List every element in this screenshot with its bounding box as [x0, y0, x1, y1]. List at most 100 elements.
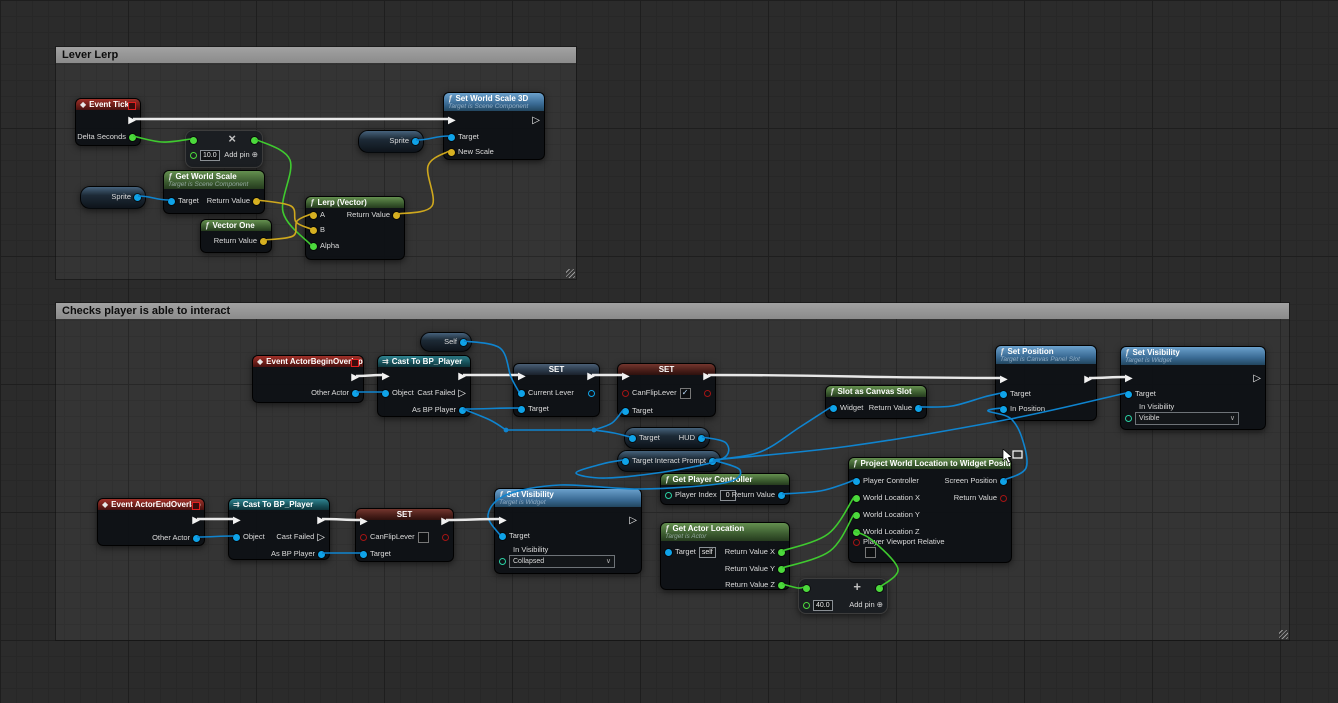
set-can-flip-lever-true-pin-1-out[interactable] — [704, 389, 711, 397]
set-visibility-collapsed-pin-0-out[interactable]: ▷ — [629, 514, 637, 526]
set-can-flip-lever-false-pin-0-out[interactable]: ▶ — [441, 515, 449, 527]
get-actor-location-pin-2-out[interactable] — [778, 581, 785, 589]
project-world-location-to-widget-position-pin-0-in[interactable] — [853, 477, 860, 485]
set-can-flip-lever-false-widget-1[interactable] — [417, 531, 429, 543]
multiply-node-widget-1[interactable]: 10.0 — [200, 149, 220, 161]
self-getter[interactable]: Self — [420, 332, 472, 352]
sprite-getter-1-pin-0-out[interactable] — [134, 193, 141, 201]
project-world-location-to-widget-position-pin-4-in[interactable] — [853, 538, 860, 546]
set-visibility-visible-widget-3[interactable]: Visible∨ — [1135, 411, 1239, 425]
set-visibility-visible-pin-3-in[interactable] — [1125, 414, 1132, 422]
cast-to-bp-player-1-pin-1-out[interactable]: ▷ — [458, 387, 466, 399]
event-tick-pin-1-out[interactable] — [129, 133, 136, 141]
cast-to-bp-player-2-pin-1-in[interactable] — [233, 533, 240, 541]
vector-one-pin-0-out[interactable] — [260, 237, 267, 245]
set-world-scale-3d-pin-1-in[interactable] — [448, 133, 455, 141]
lerp-vector-pin-0-out[interactable] — [393, 211, 400, 219]
set-current-lever-pin-0-in[interactable]: ▶ — [518, 370, 526, 382]
sprite-getter-1[interactable]: Sprite — [80, 186, 146, 209]
add-node-pin-1-in[interactable] — [803, 601, 810, 609]
set-current-lever-pin-1-in[interactable] — [518, 389, 525, 397]
delegate-pin-icon[interactable] — [351, 359, 359, 367]
delegate-pin-icon[interactable] — [192, 502, 200, 510]
set-can-flip-lever-true-pin-0-out[interactable]: ▶ — [703, 370, 711, 382]
get-actor-location-pin-1-out[interactable] — [778, 565, 785, 573]
set-can-flip-lever-false-pin-1-in[interactable] — [360, 533, 367, 541]
set-visibility-visible-pin-1-in[interactable] — [1125, 390, 1132, 398]
event-actor-end-overlap[interactable]: ◆Event ActorEndOverlap▶Other Actor — [97, 498, 205, 546]
set-can-flip-lever-true-pin-0-in[interactable]: ▶ — [622, 370, 630, 382]
multiply-node-pin-0-out[interactable] — [251, 136, 258, 144]
hud-getter-pin-0-in[interactable] — [629, 434, 636, 442]
add-node-widget-1[interactable]: 40.0 — [813, 599, 833, 611]
set-current-lever-pin-0-out[interactable]: ▶ — [587, 370, 595, 382]
lerp-vector-pin-2-in[interactable] — [310, 242, 317, 250]
event-actor-end-overlap-pin-1-out[interactable] — [193, 534, 200, 542]
event-actor-begin-overlap-pin-1-out[interactable] — [352, 389, 359, 397]
lerp-vector-pin-1-in[interactable] — [310, 226, 317, 234]
set-position-pin-2-in[interactable] — [1000, 405, 1007, 413]
sprite-getter-2-pin-0-out[interactable] — [412, 137, 419, 145]
delegate-pin-icon[interactable] — [128, 102, 136, 110]
comment-lever-lerp-title[interactable]: Lever Lerp — [56, 47, 576, 63]
multiply-node-pin-1-in[interactable] — [190, 151, 197, 159]
get-world-scale-pin-0-in[interactable] — [168, 197, 175, 205]
set-visibility-collapsed-pin-0-in[interactable]: ▶ — [499, 514, 507, 526]
comment-interact-title[interactable]: Checks player is able to interact — [56, 303, 1289, 319]
project-world-location-to-widget-position-pin-1-out[interactable] — [1000, 494, 1007, 502]
cast-to-bp-player-1-pin-1-in[interactable] — [382, 389, 389, 397]
set-position-pin-0-out[interactable]: ▶ — [1084, 373, 1092, 385]
set-visibility-visible-pin-0-in[interactable]: ▶ — [1125, 372, 1133, 384]
event-tick-pin-0-out[interactable]: ▶ — [128, 114, 136, 126]
project-world-location-to-widget-position-pin-1-in[interactable] — [853, 494, 860, 502]
cast-to-bp-player-1-pin-2-out[interactable] — [459, 406, 466, 414]
get-player-controller-pin-0-out[interactable] — [778, 491, 785, 499]
set-visibility-collapsed-widget-3[interactable]: Collapsed∨ — [509, 554, 615, 568]
event-actor-begin-overlap[interactable]: ◆Event ActorBeginOverlap▶Other Actor — [252, 355, 364, 403]
set-current-lever-pin-1-out[interactable] — [588, 389, 595, 397]
set-can-flip-lever-true-pin-1-in[interactable] — [622, 389, 629, 397]
hud-getter-pin-0-out[interactable] — [698, 434, 705, 442]
slot-as-canvas-slot-pin-0-in[interactable] — [830, 404, 837, 412]
event-tick[interactable]: ◆Event Tick▶Delta Seconds — [75, 98, 141, 146]
project-world-location-to-widget-position-widget-5[interactable] — [865, 546, 876, 558]
cast-to-bp-player-2-pin-2-out[interactable] — [318, 550, 325, 558]
set-can-flip-lever-false-pin-0-in[interactable]: ▶ — [360, 515, 368, 527]
set-world-scale-3d-pin-0-in[interactable]: ▶ — [448, 114, 456, 126]
get-world-scale-pin-0-out[interactable] — [253, 197, 260, 205]
sprite-getter-2[interactable]: Sprite — [358, 130, 424, 153]
interact-prompt-getter-pin-0-out[interactable] — [709, 457, 716, 465]
cast-to-bp-player-2-pin-1-out[interactable]: ▷ — [317, 531, 325, 543]
event-actor-begin-overlap-pin-0-out[interactable]: ▶ — [351, 371, 359, 383]
cast-to-bp-player-2-pin-0-out[interactable]: ▶ — [317, 514, 325, 526]
set-world-scale-3d-pin-2-in[interactable] — [448, 148, 455, 156]
self-getter-pin-0-out[interactable] — [460, 338, 467, 346]
set-world-scale-3d-pin-0-out[interactable]: ▷ — [532, 114, 540, 126]
get-actor-location-pin-0-in[interactable] — [665, 548, 672, 556]
set-visibility-visible-pin-0-out[interactable]: ▷ — [1253, 372, 1261, 384]
set-can-flip-lever-false-pin-1-out[interactable] — [442, 533, 449, 541]
add-node-pin-0-in[interactable] — [803, 584, 810, 592]
set-can-flip-lever-false-pin-2-in[interactable] — [360, 550, 367, 558]
set-position-pin-1-in[interactable] — [1000, 390, 1007, 398]
get-player-controller-pin-0-in[interactable] — [665, 491, 672, 499]
set-visibility-collapsed-pin-1-in[interactable] — [499, 532, 506, 540]
multiply-node-pin-0-in[interactable] — [190, 136, 197, 144]
